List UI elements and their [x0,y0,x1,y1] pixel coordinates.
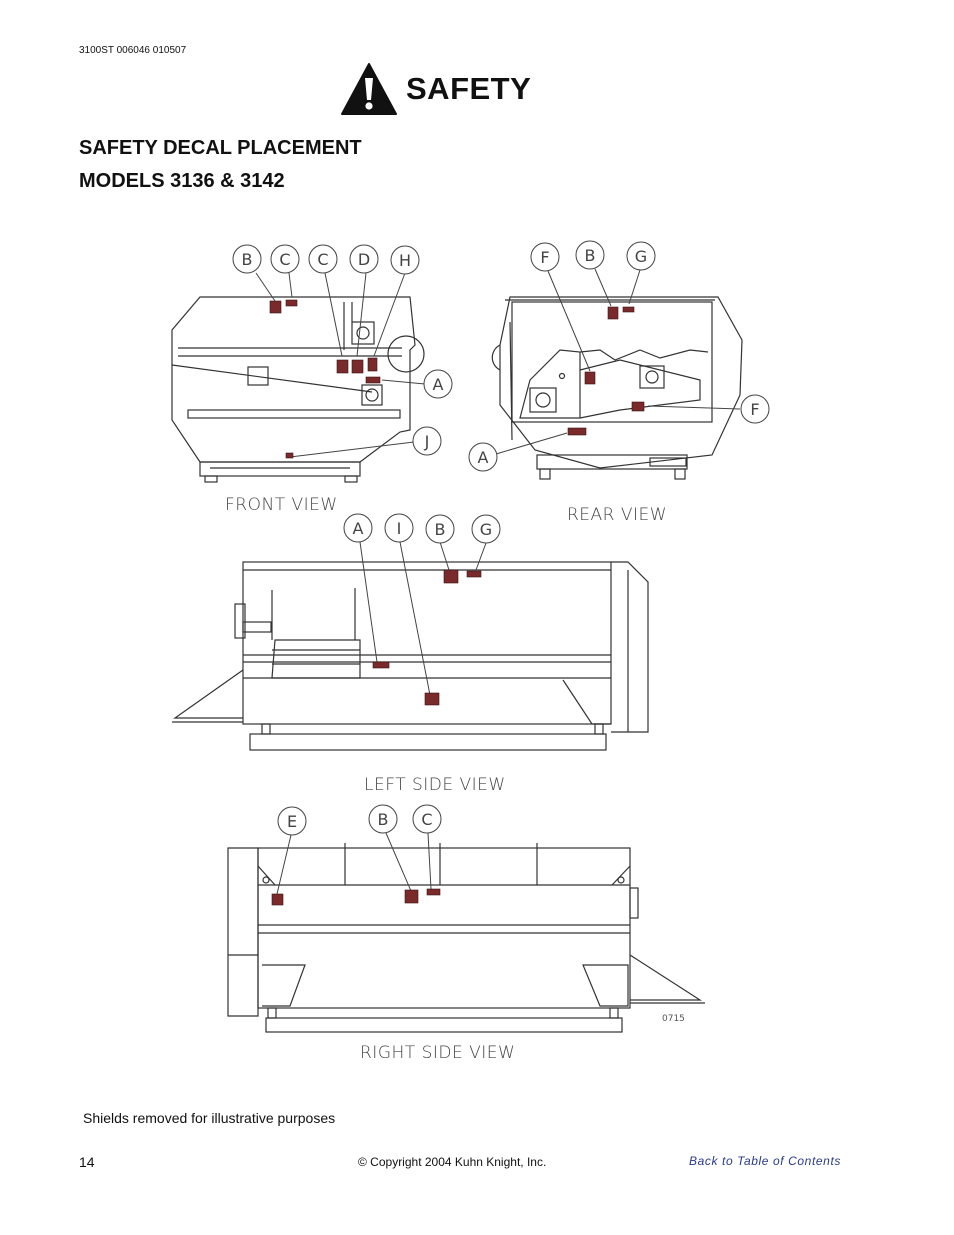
left-callout-4: G [480,520,492,539]
right-side-view-drawing [227,843,705,1033]
right-callout-2: B [378,810,389,829]
right-decals [271,888,441,906]
title-text: SAFETY [406,71,532,106]
right-callout-circles [277,804,442,836]
rear-decals [567,306,645,436]
front-view-label: FRONT VIEW [225,495,338,515]
left-callout-2: I [397,519,402,538]
right-callout-3: C [421,810,432,829]
rear-callout-circles [468,240,770,472]
front-callout-3: C [317,250,328,269]
front-view-drawing [171,296,425,483]
front-decals [269,299,381,459]
rear-callout-2: B [585,246,596,265]
front-callout-4: D [358,250,370,269]
left-callout-leaders [359,541,487,696]
drawing-code: 0715 [662,1014,685,1024]
right-callout-leaders [276,832,432,895]
back-to-toc-link[interactable]: Back to Table of Contents [689,1154,841,1168]
left-callout-1: A [353,519,364,538]
section-heading: SAFETY DECAL PLACEMENT [79,137,362,159]
rear-callout-3: G [635,247,647,266]
copyright: © Copyright 2004 Kuhn Knight, Inc. [358,1155,547,1169]
left-side-view-label: LEFT SIDE VIEW [364,775,506,795]
left-decals [372,569,482,706]
models-heading: MODELS 3136 & 3142 [79,170,285,192]
illustration-note: Shields removed for illustrative purpose… [83,1110,336,1126]
rear-callout-leaders [495,268,741,455]
front-callout-7: J [424,432,430,451]
document-id: 3100ST 006046 010507 [79,45,187,56]
front-callout-1: B [242,250,253,269]
left-callout-3: B [435,520,446,539]
left-callout-circles [343,513,501,544]
front-callout-5: H [399,251,411,270]
page-title: SAFETY [340,62,531,116]
rear-view-drawing [491,296,743,480]
left-side-view-drawing [172,561,649,751]
front-callout-leaders [255,272,426,458]
right-side-view-label: RIGHT SIDE VIEW [360,1043,515,1063]
rear-view-label: REAR VIEW [567,505,667,525]
front-callout-6: A [433,375,444,394]
rear-callout-1: F [540,248,549,267]
rear-callout-4: F [750,400,759,419]
front-callout-2: C [279,250,290,269]
page-number: 14 [79,1154,95,1170]
front-callout-circles [232,244,453,456]
rear-callout-5: A [478,448,489,467]
warning-icon [341,63,397,115]
right-callout-1: E [287,812,297,831]
